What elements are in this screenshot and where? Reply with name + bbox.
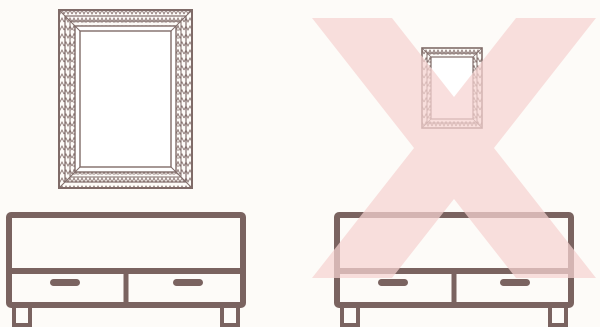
panel-correct <box>9 10 243 325</box>
console-table-icon <box>9 215 243 325</box>
large-frame-icon <box>59 10 192 188</box>
panel-incorrect <box>312 18 596 325</box>
